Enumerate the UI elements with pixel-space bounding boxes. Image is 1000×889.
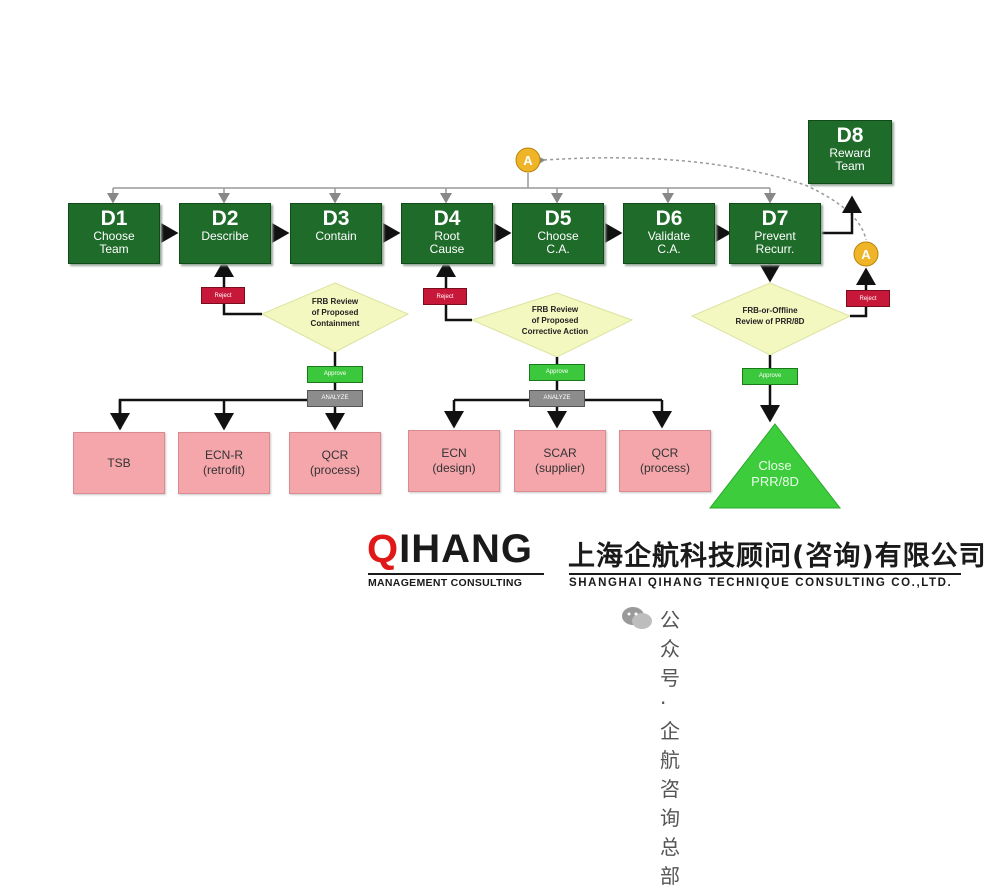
step-d4: D4 Root Cause: [401, 203, 493, 264]
step-code: D5: [544, 207, 572, 230]
output-ecn-r: ECN-R (retrofit): [178, 432, 270, 494]
analysis-button: ANALYZE: [529, 390, 585, 407]
step-label: Contain: [315, 229, 357, 243]
output-tsb: TSB: [73, 432, 165, 494]
approve-button: Approve: [742, 368, 798, 385]
company-name-chinese: 上海企航科技顾问(咨询)有限公司: [568, 541, 987, 572]
8d-process-diagram: A A D1 Choose Team D2 Describe D3 Contai…: [68, 120, 987, 888]
output-scar-supplier: SCAR (supplier): [514, 430, 606, 492]
analysis-button: ANALYZE: [307, 390, 363, 407]
reject-button: Reject: [423, 288, 467, 305]
step-code: D7: [761, 207, 789, 230]
step-label: Choose Team: [93, 229, 135, 256]
step-label: Reward Team: [829, 146, 871, 173]
output-ecn-design: ECN (design): [408, 430, 500, 492]
connector-lines: A A: [107, 147, 879, 509]
approve-button: Approve: [529, 364, 585, 381]
review-containment-text: FRB Review of Proposed Containment: [310, 297, 360, 328]
step-d5: D5 Choose C.A.: [512, 203, 604, 264]
output-qcr-process: QCR (process): [619, 430, 711, 492]
step-d3: D3 Contain: [290, 203, 382, 264]
step-d6: D6 Validate C.A.: [623, 203, 715, 264]
step-label: Describe: [201, 229, 249, 243]
step-code: D2: [211, 207, 239, 230]
step-d2: D2 Describe: [179, 203, 271, 264]
reject-button: Reject: [201, 287, 245, 304]
logo-rule: [368, 573, 544, 575]
audit-marker-right: A: [853, 241, 879, 267]
step-label: Validate C.A.: [647, 229, 691, 256]
company-name-english: SHANGHAI QIHANG TECHNIQUE CONSULTING CO.…: [569, 577, 953, 589]
step-code: D8: [836, 124, 864, 147]
close-label: Close PRR/8D: [751, 458, 799, 489]
wechat-account-label: 公众号 · 企航咨询总部: [660, 608, 680, 888]
step-code: D3: [322, 207, 350, 230]
approve-button: Approve: [307, 366, 363, 383]
reject-button: Reject: [846, 290, 890, 307]
company-rule: [569, 573, 961, 575]
step-arrows: [161, 195, 862, 283]
review-final-text: FRB-or-Offline Review of PRR/8D: [735, 306, 805, 326]
step-code: D4: [433, 207, 461, 230]
output-qcr-process: QCR (process): [289, 432, 381, 494]
step-code: D1: [100, 207, 128, 230]
review-corrective-text: FRB Review of Proposed Corrective Action: [521, 305, 589, 336]
step-label: Root Cause: [429, 229, 465, 256]
audit-marker-top: A: [515, 147, 541, 173]
step-d8: D8 Reward Team: [808, 120, 892, 184]
close-triangle: [708, 423, 842, 509]
step-code: D6: [655, 207, 683, 230]
logo-subtitle: MANAGEMENT CONSULTING: [368, 577, 523, 589]
company-logo: QIHANG: [367, 527, 534, 571]
step-label: Prevent Recurr.: [754, 229, 796, 256]
step-label: Choose C.A.: [537, 229, 579, 256]
step-d7: D7 Prevent Recurr.: [729, 203, 821, 264]
step-d1: D1 Choose Team: [68, 203, 160, 264]
wechat-icon: [622, 607, 652, 629]
svg-text:A: A: [861, 247, 871, 262]
svg-text:A: A: [523, 153, 533, 168]
